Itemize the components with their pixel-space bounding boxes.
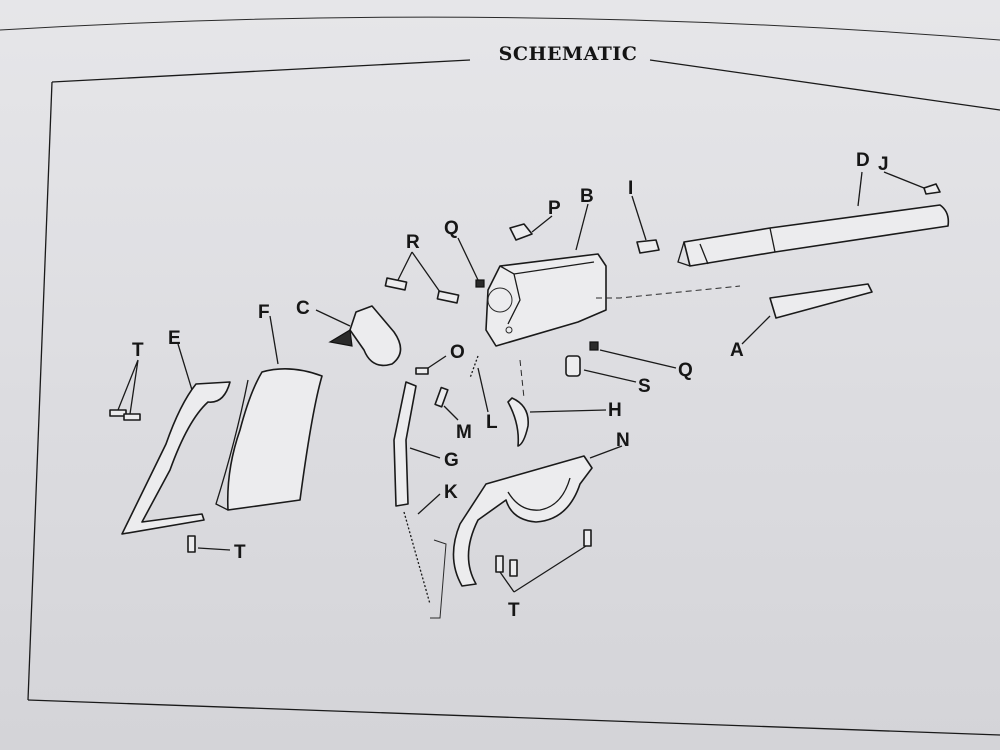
label-part-l: L — [486, 412, 498, 433]
part-g-bar — [393, 381, 417, 507]
label-part-h: H — [608, 400, 622, 421]
label-part-f: F — [258, 302, 270, 323]
part-f-grips — [215, 368, 323, 511]
part-t-screw-5 — [509, 559, 518, 577]
part-p-block — [509, 223, 533, 241]
part-q-nut-upper — [475, 279, 485, 288]
label-part-p: P — [548, 198, 561, 219]
label-part-r: R — [406, 232, 420, 253]
part-s-spring — [565, 355, 581, 377]
part-e-backstrap — [121, 381, 231, 535]
part-o-pin — [415, 367, 429, 375]
part-a-rammer — [769, 283, 873, 319]
part-c-hammer — [328, 305, 402, 367]
part-h-trigger — [507, 397, 529, 447]
label-part-j: J — [878, 154, 889, 175]
part-n-trigger-guard — [452, 455, 593, 587]
label-part-i: I — [628, 178, 633, 199]
frame-left — [27, 81, 53, 701]
part-b-frame — [485, 253, 607, 347]
label-part-g: G — [444, 450, 459, 471]
label-part-m: M — [456, 422, 472, 443]
frame-top-left — [51, 59, 471, 83]
label-part-q-lower: Q — [678, 360, 693, 381]
part-t-screw-3 — [187, 535, 196, 553]
part-t-screw-4 — [495, 555, 504, 573]
frame-top-right — [649, 59, 1000, 111]
label-part-a: A — [730, 340, 744, 361]
part-t-screw-2 — [123, 413, 141, 421]
part-j-sight — [923, 183, 941, 195]
leader-lines — [117, 171, 925, 593]
label-part-t-bottom-left: T — [234, 542, 246, 563]
label-part-t-left: T — [132, 340, 144, 361]
page-top-edge — [0, 16, 1000, 41]
label-part-s: S — [638, 376, 651, 397]
part-m-screw — [434, 386, 449, 408]
label-part-b: B — [580, 186, 594, 207]
part-k-guide — [430, 539, 447, 619]
part-d-barrel — [677, 204, 950, 267]
part-r-screw-2 — [436, 290, 460, 304]
label-part-d: D — [856, 150, 870, 171]
label-part-e: E — [168, 328, 181, 349]
label-part-q-upper: Q — [444, 218, 459, 239]
part-r-screw-1 — [384, 277, 408, 291]
label-part-k: K — [444, 482, 458, 503]
frame-bottom — [27, 699, 1000, 736]
label-part-o: O — [450, 342, 465, 363]
part-l-spring — [469, 355, 479, 379]
label-part-t-bottom: T — [508, 600, 520, 621]
part-t-screw-6 — [583, 529, 592, 547]
part-i-wedge — [636, 239, 660, 254]
label-part-c: C — [296, 298, 310, 319]
page-title: SCHEMATIC — [499, 43, 638, 65]
part-q-nut-lower — [589, 341, 599, 351]
part-k-spring — [403, 511, 431, 605]
label-part-n: N — [616, 430, 630, 451]
